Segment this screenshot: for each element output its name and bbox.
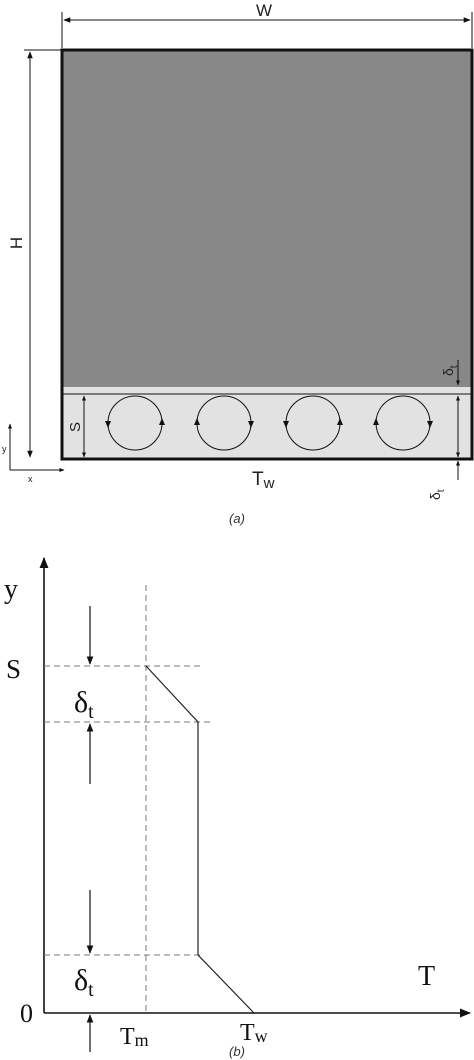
- caption-a: (a): [229, 511, 245, 526]
- wall-temp-sub: w: [263, 475, 275, 492]
- bottom-thickness-label: δt: [427, 489, 447, 500]
- melt-temperature-label: Tm: [120, 1024, 149, 1050]
- wall-temperature-label: Tw: [252, 469, 275, 492]
- convection-cells: [105, 395, 433, 451]
- caption-b: (b): [229, 1044, 245, 1059]
- part-b-diagram: y T 0 S δt δt Tm Tw (b): [4, 556, 472, 1059]
- layer-top-label: S: [6, 654, 21, 684]
- solid-region: [62, 50, 472, 387]
- melt-temp-main: T: [120, 1024, 135, 1050]
- melt-temp-sub: m: [135, 1030, 149, 1050]
- wall-temp-sub-b: w: [255, 1026, 268, 1046]
- wall-temp-main-b: T: [240, 1020, 255, 1046]
- coordinate-axes: y x: [2, 423, 65, 484]
- bottom-thickness-sub: t: [436, 489, 447, 492]
- cavity-outline: [60, 48, 474, 461]
- upper-thickness-main: δ: [74, 686, 88, 719]
- bottom-thickness-main: δ: [427, 492, 443, 500]
- x-axis-label: T: [418, 961, 435, 992]
- reference-lines: [44, 585, 212, 1013]
- y-axis-label: y: [4, 574, 18, 605]
- top-thickness-label: δt: [440, 365, 460, 376]
- axis-y-label: y: [2, 444, 7, 454]
- lower-thickness-label: δt: [74, 964, 94, 1001]
- layer-height-label: S: [67, 422, 84, 432]
- convection-cell: [105, 395, 165, 451]
- part-a-diagram: W H: [2, 1, 474, 526]
- top-thickness-main: δ: [440, 368, 456, 376]
- axis-x-label: x: [28, 474, 33, 484]
- height-label: H: [7, 237, 26, 249]
- top-thickness-sub: t: [449, 365, 460, 368]
- wall-temperature-label-b: Tw: [240, 1020, 268, 1046]
- convection-cell: [373, 395, 433, 451]
- width-label: W: [256, 1, 272, 20]
- convection-cell: [194, 395, 254, 451]
- upper-thickness-label: δt: [74, 686, 94, 723]
- origin-label: 0: [20, 999, 33, 1028]
- lower-thickness-sub: t: [88, 979, 94, 1001]
- temperature-profile: [145, 665, 255, 1014]
- liquid-layer: [62, 387, 472, 459]
- lower-thickness-main: δ: [74, 964, 88, 997]
- upper-thickness-sub: t: [88, 701, 94, 723]
- convection-cell: [283, 395, 343, 451]
- wall-temp-main: T: [252, 469, 264, 490]
